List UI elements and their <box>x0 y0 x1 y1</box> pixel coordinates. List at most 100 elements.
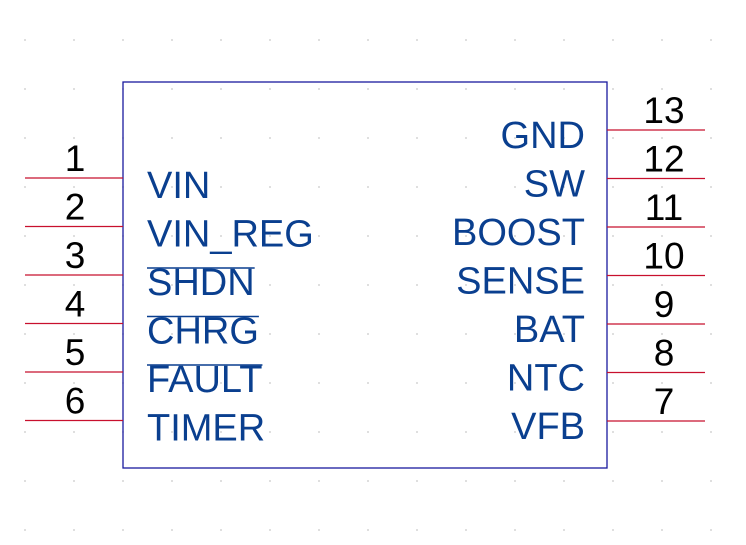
grid-dot <box>220 39 222 41</box>
grid-dot <box>612 382 614 384</box>
grid-dot <box>416 186 418 188</box>
grid-dot <box>465 186 467 188</box>
grid-dot <box>269 284 271 286</box>
grid-dot <box>514 88 516 90</box>
grid-dot <box>318 529 320 531</box>
grid-dot <box>514 186 516 188</box>
grid-dot <box>563 186 565 188</box>
grid-dot <box>612 431 614 433</box>
grid-dot <box>612 186 614 188</box>
grid-dot <box>171 235 173 237</box>
grid-dot <box>416 235 418 237</box>
pin-number: 3 <box>65 235 86 276</box>
grid-dot <box>24 88 26 90</box>
grid-dot <box>514 382 516 384</box>
grid-dot <box>367 431 369 433</box>
grid-dot <box>612 235 614 237</box>
grid-dot <box>73 88 75 90</box>
pin-name: FAULT <box>147 359 262 401</box>
grid-dot <box>612 137 614 139</box>
grid-dot <box>465 284 467 286</box>
pin-name: NTC <box>507 358 585 400</box>
grid-dot <box>220 137 222 139</box>
grid-dot <box>514 333 516 335</box>
grid-dot <box>367 235 369 237</box>
grid-dot <box>710 431 712 433</box>
grid-dot <box>220 431 222 433</box>
grid-dot <box>24 480 26 482</box>
pin-name: GND <box>501 115 585 157</box>
grid-dot <box>416 431 418 433</box>
pin-number: 8 <box>654 333 675 374</box>
grid-dot <box>171 137 173 139</box>
grid-dot <box>416 480 418 482</box>
grid-dot <box>563 382 565 384</box>
grid-dot <box>122 39 124 41</box>
pin-name: SW <box>524 164 585 206</box>
grid-dot <box>122 529 124 531</box>
grid-dot <box>24 235 26 237</box>
grid-dot <box>171 284 173 286</box>
grid-dot <box>171 333 173 335</box>
grid-dot <box>220 186 222 188</box>
grid-dot <box>465 39 467 41</box>
grid-dot <box>563 39 565 41</box>
grid-dot <box>563 480 565 482</box>
grid-dot <box>269 333 271 335</box>
pin-number: 7 <box>654 381 675 422</box>
grid-dot <box>563 333 565 335</box>
grid-dot <box>220 235 222 237</box>
grid-dot <box>416 382 418 384</box>
pin-name: BOOST <box>452 212 585 254</box>
pin-number: 1 <box>65 138 86 179</box>
grid-dot <box>612 480 614 482</box>
grid-dot <box>367 186 369 188</box>
grid-dot <box>465 431 467 433</box>
grid-dot <box>318 480 320 482</box>
grid-dot <box>514 431 516 433</box>
grid-dot <box>367 284 369 286</box>
background-grid <box>24 39 712 531</box>
grid-dot <box>710 529 712 531</box>
grid-dot <box>73 333 75 335</box>
grid-dot <box>24 333 26 335</box>
grid-dot <box>318 39 320 41</box>
grid-dot <box>220 284 222 286</box>
grid-dot <box>318 382 320 384</box>
grid-dot <box>465 137 467 139</box>
grid-dot <box>416 529 418 531</box>
grid-dot <box>24 529 26 531</box>
grid-dot <box>269 137 271 139</box>
grid-dot <box>661 186 663 188</box>
grid-dot <box>661 382 663 384</box>
grid-dot <box>318 333 320 335</box>
grid-dot <box>220 480 222 482</box>
grid-dot <box>710 382 712 384</box>
grid-dot <box>24 431 26 433</box>
grid-dot <box>710 333 712 335</box>
grid-dot <box>220 88 222 90</box>
pin-number: 2 <box>65 187 86 228</box>
grid-dot <box>122 480 124 482</box>
grid-dot <box>563 235 565 237</box>
grid-dot <box>269 186 271 188</box>
grid-dot <box>269 382 271 384</box>
grid-dot <box>514 39 516 41</box>
grid-dot <box>710 480 712 482</box>
pin-name: BAT <box>514 309 585 351</box>
grid-dot <box>73 39 75 41</box>
grid-dot <box>220 333 222 335</box>
grid-dot <box>367 39 369 41</box>
grid-dot <box>24 186 26 188</box>
grid-dot <box>171 431 173 433</box>
grid-dot <box>318 284 320 286</box>
grid-dot <box>269 88 271 90</box>
grid-dot <box>318 186 320 188</box>
pin-number: 9 <box>654 284 675 325</box>
